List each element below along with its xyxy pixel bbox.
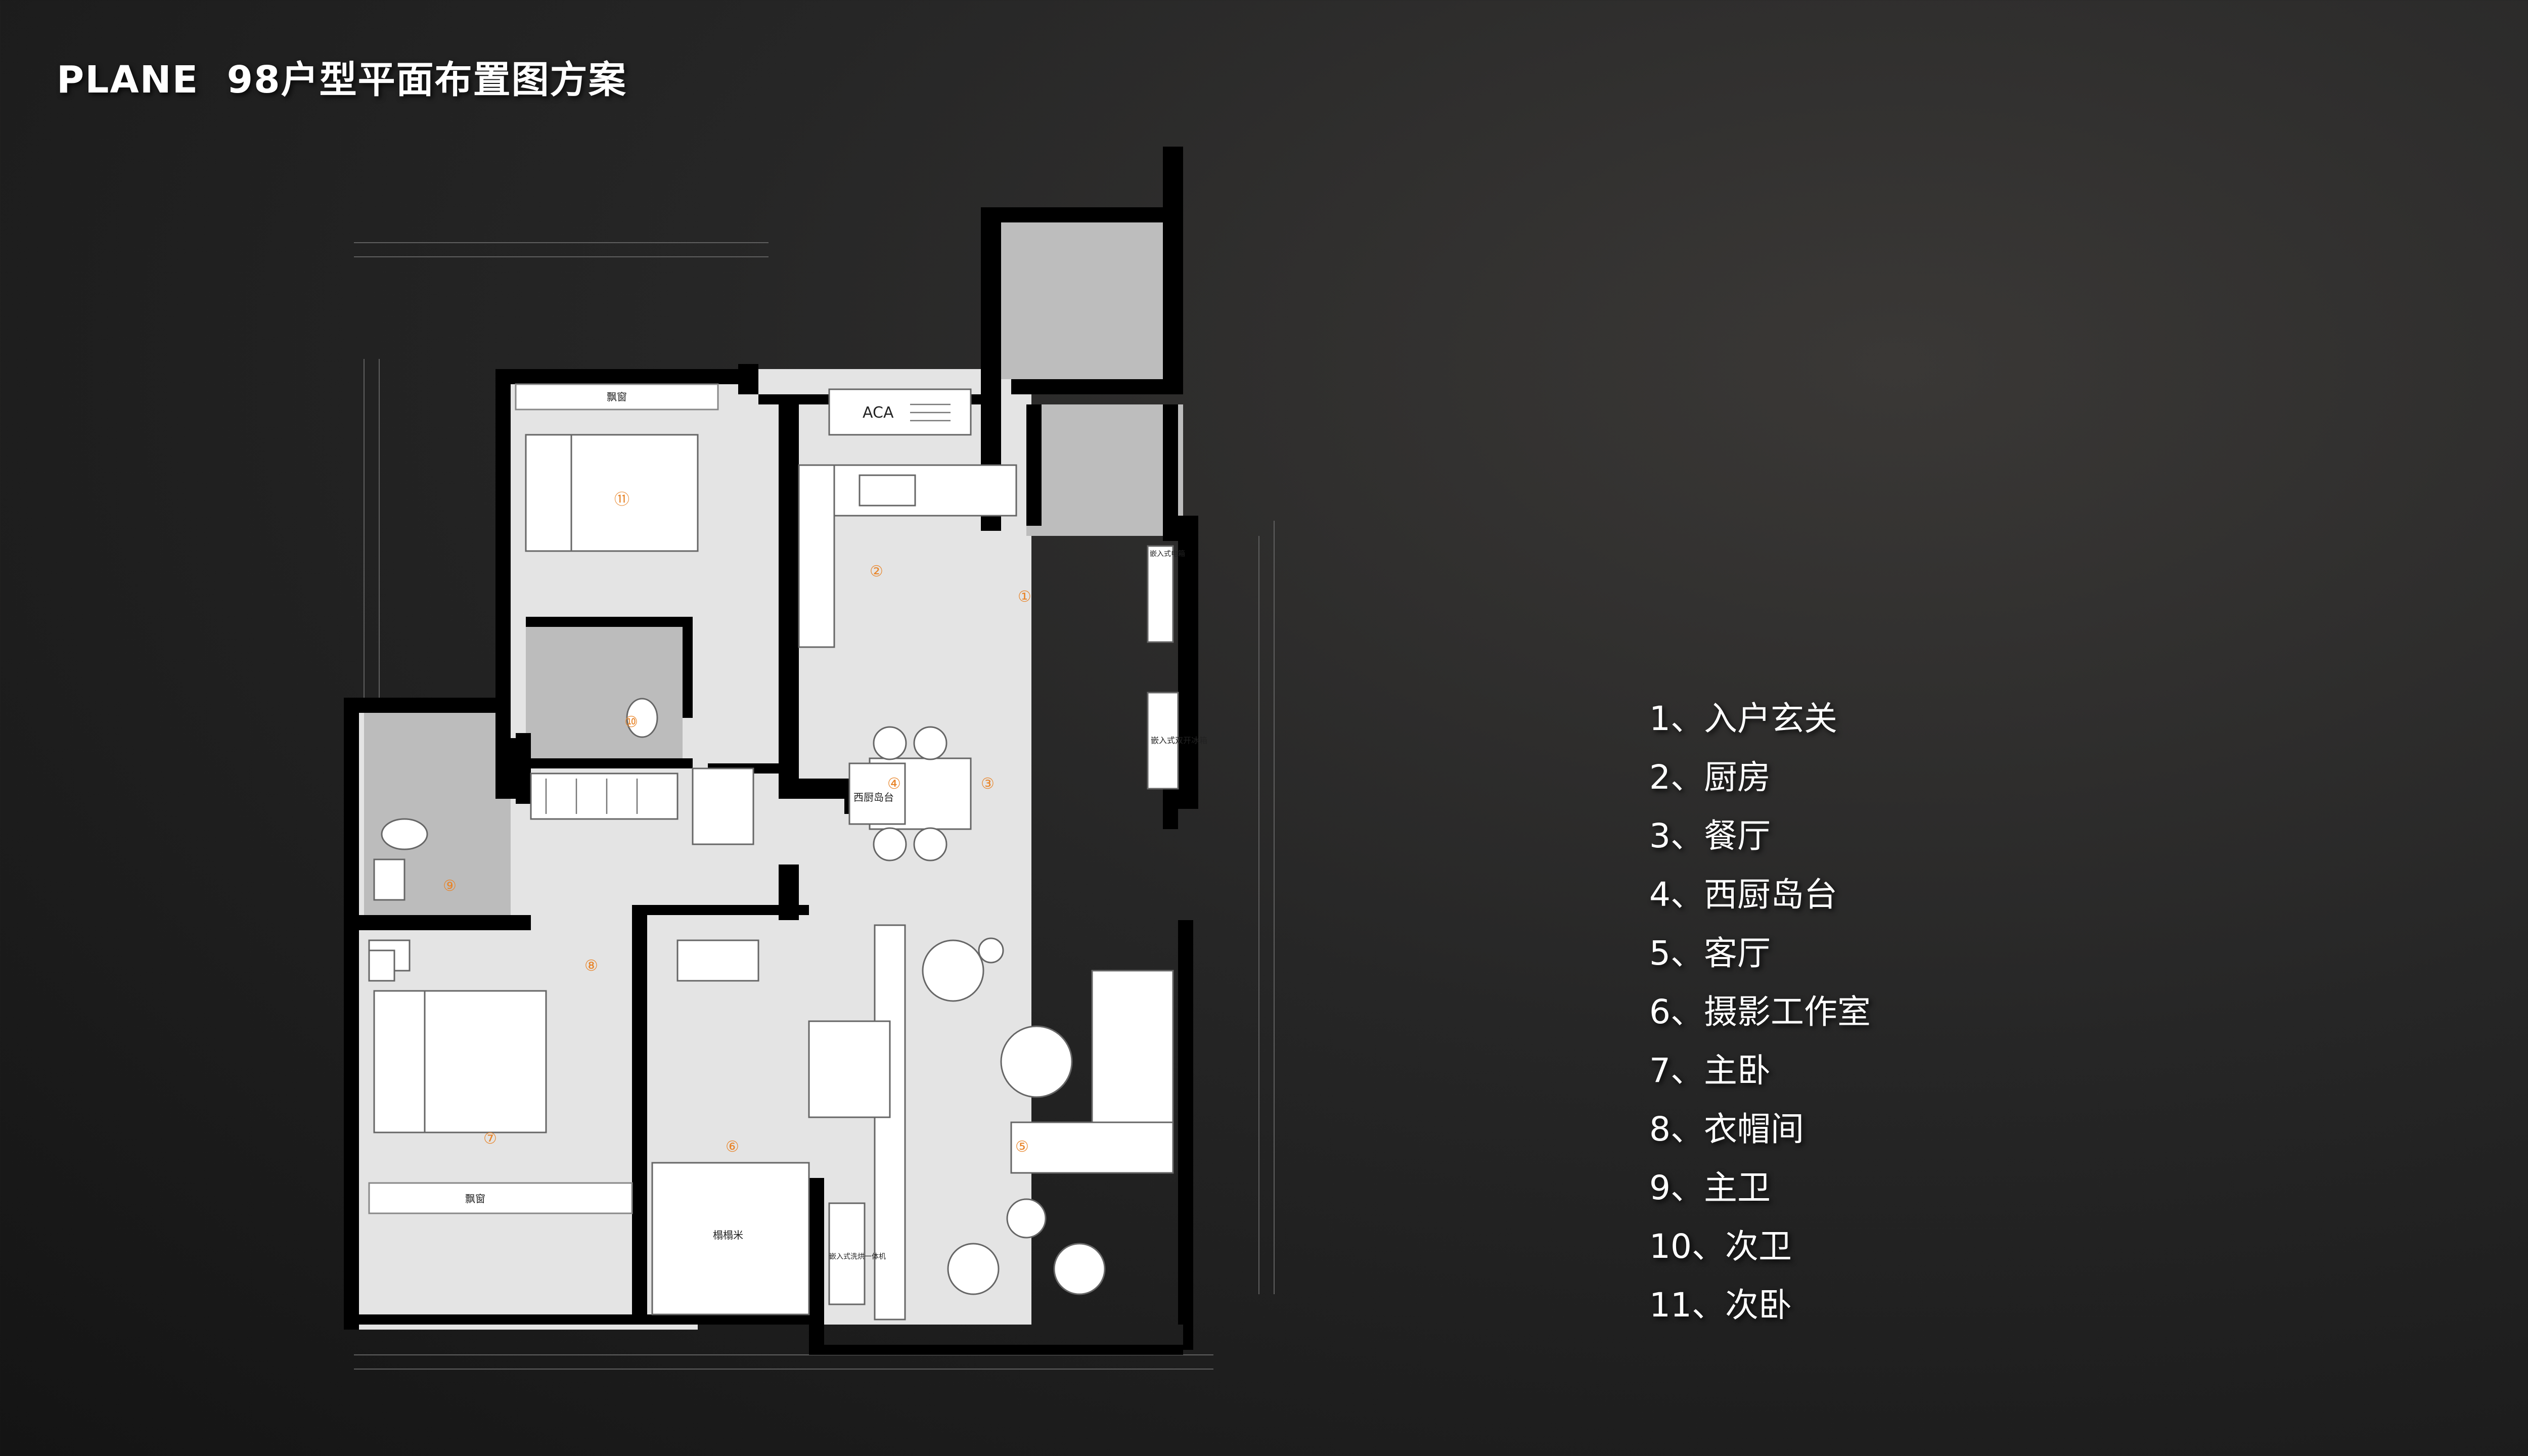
tv-wall [874, 924, 906, 1321]
legend-item-7: 7、主卧 [1649, 1051, 1771, 1090]
bathroom-fixtures [368, 698, 754, 982]
washer: 嵌入式洗烘一体机 [828, 1202, 886, 1305]
ac-unit: ACA [828, 388, 972, 436]
legend-item-1: 1、入户玄关 [1649, 699, 1837, 738]
room-number-9: ⑨ [443, 877, 457, 895]
second-bath-floor [526, 627, 683, 758]
legend-item-2: 2、厨房 [1649, 758, 1771, 797]
bay-window-bottom-label: 飘窗 [465, 1193, 485, 1205]
balcony-chairs [947, 1198, 1106, 1295]
studio-desk [676, 939, 891, 1118]
room-number-5: ⑤ [1015, 1138, 1029, 1156]
walls [344, 147, 1198, 1355]
room-numbers: ① ② ③ ④ ⑤ ⑥ ⑦ ⑧ ⑨ ⑩ ⑪ [443, 491, 1031, 1156]
legend-item-11: 11、次卧 [1649, 1286, 1792, 1325]
tall-cabinet-label: 榻榻米 [713, 1229, 743, 1241]
coffee-table [1000, 1025, 1073, 1098]
wardrobe [530, 772, 679, 820]
cabinet-label: 嵌入式电箱 [1150, 550, 1185, 558]
sofa [1010, 970, 1174, 1174]
tall-cabinet: 榻榻米 [651, 1162, 810, 1315]
side-table [978, 937, 1004, 964]
ac-label: ACA [863, 404, 894, 422]
room-number-4: ④ [887, 775, 901, 793]
armchair [922, 939, 984, 1002]
room-number-8: ⑧ [584, 957, 598, 975]
room-legend: 1、入户玄关 2、厨房 3、餐厅 4、西厨岛台 5、客厅 6、摄影工作室 7、主… [1649, 692, 2256, 1349]
bed-secondary [525, 434, 699, 552]
fridge-label: 嵌入式双开冰箱 [1151, 736, 1207, 745]
kitchen-counter [798, 464, 1017, 648]
bay-window-top: 飘窗 [515, 383, 719, 411]
room-number-7: ⑦ [483, 1130, 497, 1148]
page-title: PLANE 98户型平面布置图方案 [57, 58, 627, 102]
room-number-6: ⑥ [726, 1138, 739, 1156]
bed-master [373, 990, 547, 1133]
legend-item-10: 10、次卫 [1649, 1227, 1792, 1266]
legend-item-5: 5、客厅 [1649, 934, 1771, 973]
island-label: 西厨岛台 [853, 791, 894, 803]
legend-item-3: 3、餐厅 [1649, 816, 1771, 855]
room-number-1: ① [1018, 588, 1031, 606]
legend-item-8: 8、衣帽间 [1649, 1110, 1804, 1149]
room-number-3: ③ [981, 775, 995, 793]
room-number-10: ⑩ [624, 713, 638, 731]
washer-label: 嵌入式洗烘一体机 [829, 1253, 886, 1261]
electric-cabinet: 嵌入式电箱 [1147, 545, 1185, 643]
legend-item-6: 6、摄影工作室 [1649, 992, 1871, 1031]
room-number-11: ⑪ [614, 491, 629, 509]
bay-window-bottom: 飘窗 [368, 1182, 633, 1214]
legend-item-9: 9、主卫 [1649, 1168, 1771, 1207]
room-number-2: ② [870, 563, 883, 580]
floor-plan: 飘窗 飘窗 ACA 嵌入式双开冰箱 嵌入式电箱 [344, 147, 1275, 1370]
fridge: 嵌入式双开冰箱 [1147, 692, 1207, 790]
bay-window-top-label: 飘窗 [607, 391, 627, 403]
legend-item-4: 4、西厨岛台 [1649, 875, 1837, 914]
island-counter: 西厨岛台 [848, 762, 906, 825]
